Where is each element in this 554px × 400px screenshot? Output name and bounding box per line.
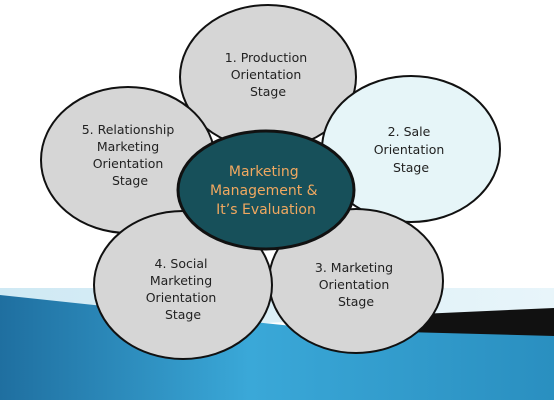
center-circle: Marketing Management & It’s Evaluation [176,129,356,251]
petal-social: 4. Social Marketing Orientation Stage [93,210,273,360]
center-label: Marketing Management & It’s Evaluation [210,164,322,218]
petal-sale: 2. Sale Orientation Stage [321,75,501,223]
petal-sale-label: 2. Sale Orientation Stage [374,124,449,175]
petal-relationship: 5. Relationship Marketing Orientation St… [40,86,216,234]
petal-marketing-label: 3. Marketing Orientation Stage [315,260,397,309]
petal-production: 1. Production Orientation Stage [179,4,357,150]
petal-production-label: 1. Production Orientation Stage [225,50,311,99]
petal-relationship-label: 5. Relationship Marketing Orientation St… [82,122,179,188]
petal-social-label: 4. Social Marketing Orientation Stage [146,256,221,322]
petal-marketing: 3. Marketing Orientation Stage [268,208,444,354]
